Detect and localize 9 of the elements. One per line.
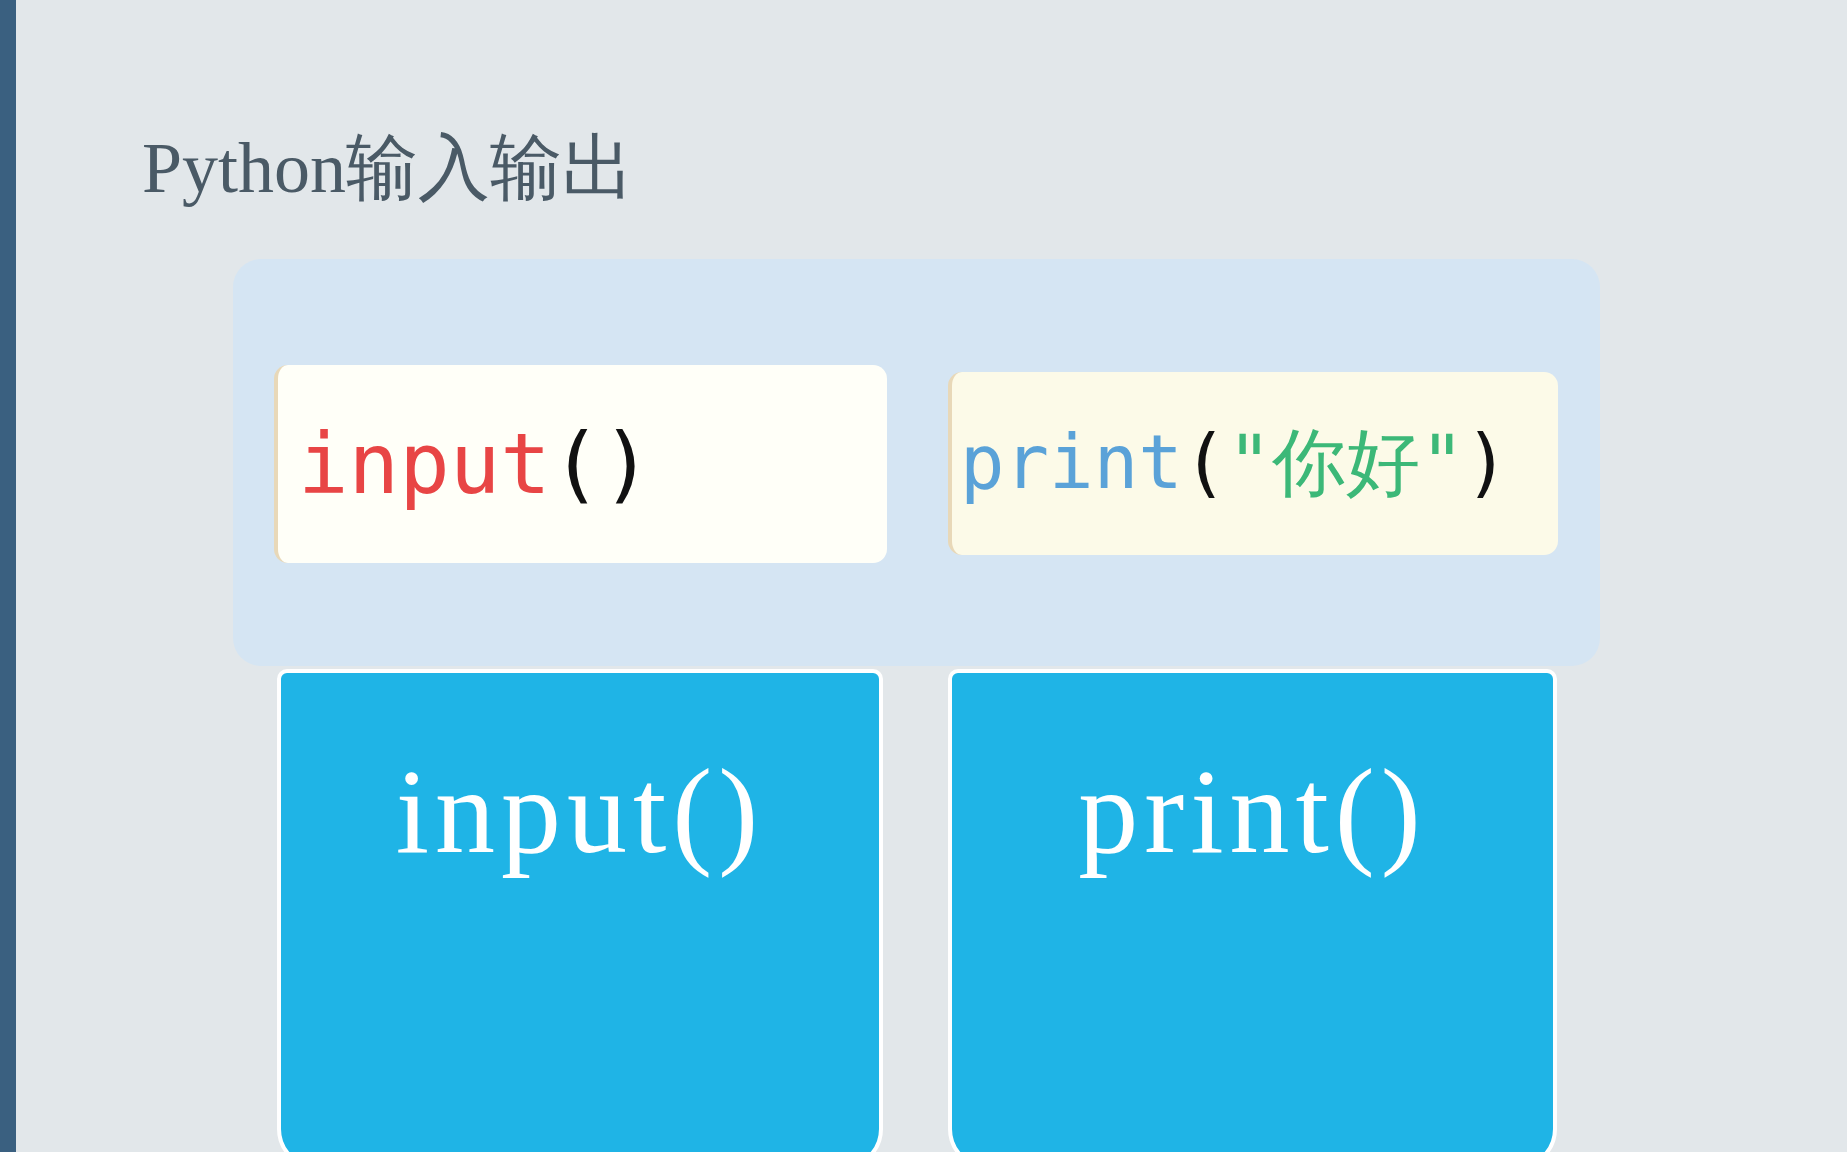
code-box — [948, 372, 1558, 555]
function-card — [277, 669, 883, 1152]
title: Python输入输出 — [142, 127, 635, 210]
code-text: input() — [298, 415, 653, 513]
function-card — [948, 669, 1557, 1152]
function-name: input() — [395, 745, 765, 878]
code-text: print("你好") — [960, 417, 1509, 507]
code-box — [274, 365, 887, 563]
function-name: print() — [1078, 745, 1427, 878]
